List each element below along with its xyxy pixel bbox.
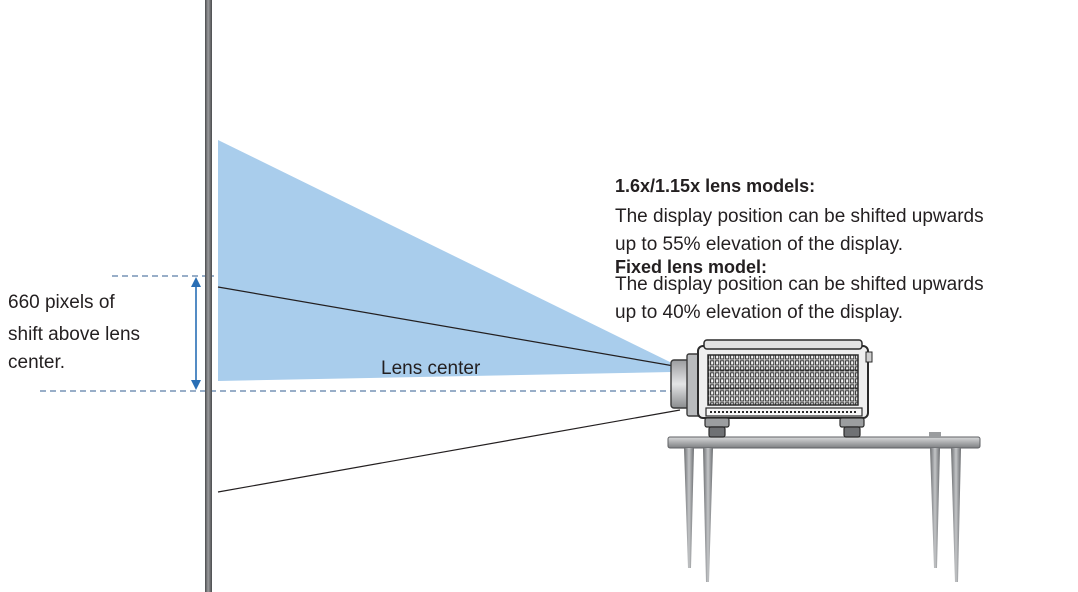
- shift-label: 660 pixels of shift above lens center.: [8, 292, 145, 373]
- beam-upper-center-line: [217, 286, 675, 367]
- note-line: The display position can be shifted upwa…: [615, 206, 984, 227]
- note-line: up to 40% elevation of the display.: [615, 302, 903, 323]
- projection-beam: [218, 140, 672, 381]
- lens-center-label: Lens center: [381, 358, 481, 379]
- note-line: up to 55% elevation of the display.: [615, 234, 903, 255]
- fixed-lens-description: The display position can be shifted upwa…: [615, 274, 989, 323]
- projector: [670, 339, 873, 438]
- zoom-lens-description: The display position can be shifted upwa…: [615, 206, 989, 255]
- shift-label-line: 660 pixels of: [8, 292, 115, 313]
- fixed-lens-heading: Fixed lens model:: [615, 257, 767, 277]
- table: [667, 432, 981, 582]
- beam-lower-line: [217, 409, 681, 493]
- note-line: The display position can be shifted upwa…: [615, 274, 984, 295]
- shift-label-line: center.: [8, 352, 65, 373]
- projection-screen: [205, 0, 212, 592]
- shift-label-line: shift above lens: [8, 324, 140, 345]
- projector-grille: [707, 354, 859, 406]
- zoom-lens-heading: 1.6x/1.15x lens models:: [615, 176, 815, 196]
